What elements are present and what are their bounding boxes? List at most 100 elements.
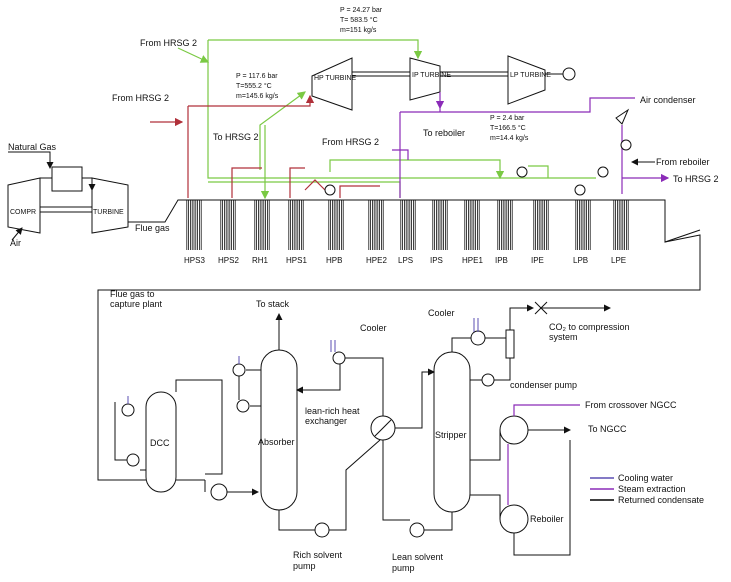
hrsg-section-label: HPS2 [218, 256, 239, 265]
legend-label: Returned condensate [618, 495, 704, 505]
hrsg-section-label: HPS3 [184, 256, 205, 265]
hrsg-section-label: LPS [398, 256, 413, 265]
air-condenser-label: Air condenser [640, 95, 696, 105]
hrsg-section-label: HPE2 [366, 256, 387, 265]
condenser-pump-label: condenser pump [510, 380, 577, 390]
absorber-label: Absorber [258, 437, 295, 447]
hrsg-section-label: IPE [531, 256, 544, 265]
ip-inlet-temperature: T= 583.5 °C [340, 16, 378, 24]
condenser-pump-icon [481, 373, 495, 387]
stripper-label: Stripper [435, 430, 467, 440]
stripper-condenser-icon [470, 330, 486, 346]
absorber-column [260, 349, 298, 511]
from-hrsg2-mid: From HRSG 2 [322, 137, 379, 147]
lp-extract-temperature: T=166.5 °C [490, 124, 526, 132]
flue-gas-to-capture-line1: Flue gas to [110, 289, 155, 299]
hrsg-pumps [324, 108, 632, 196]
flue-gas-to-capture-line2: capture plant [110, 299, 163, 309]
dcc-column [145, 391, 177, 493]
legend-label: Steam extraction [618, 484, 686, 494]
hp-inlet-temperature: T=555.2 °C [236, 82, 272, 90]
rich-pump-line1: Rich solvent [293, 550, 343, 560]
ip-turbine-shape [409, 57, 441, 101]
absorber-pump-icon [236, 399, 250, 413]
compressor-shape [7, 177, 41, 234]
cooler-label-stripper: Cooler [428, 308, 455, 318]
lp-turbine-label: LP TURBINE [510, 72, 551, 79]
turbine-label: TURBINE [93, 209, 124, 216]
lp-extract-pressure: P = 2.4 bar [490, 115, 525, 122]
capture-plant [114, 301, 611, 556]
lean-rich-hx-line1: lean-rich heat [305, 406, 360, 416]
air-condenser-icon [615, 108, 630, 125]
green-steam-lines [177, 39, 596, 200]
steam-turbines [311, 55, 576, 111]
blower-icon [210, 483, 228, 501]
lean-rich-hx-line2: exchanger [305, 416, 347, 426]
hrsg-section-label: LPB [573, 256, 588, 265]
generator-icon [562, 67, 576, 81]
to-hrsg2-left: To HRSG 2 [213, 132, 259, 142]
flue-gas-label: Flue gas [135, 223, 170, 233]
lean-cooler-icon [332, 351, 346, 365]
lean-pump-line1: Lean solvent [392, 552, 444, 562]
reboiler-icon [499, 504, 529, 534]
cooler-label-absorber: Cooler [360, 323, 387, 333]
co2-label: CO₂ to compression [549, 322, 630, 332]
pump-icon [324, 184, 336, 196]
hrsg-tube-banks [186, 200, 629, 250]
hrsg-section-label: HPS1 [286, 256, 307, 265]
air-label: Air [10, 238, 21, 248]
capture-purple-lines [507, 404, 580, 505]
valve-icon [534, 301, 548, 315]
reflux-drum-icon [505, 329, 515, 359]
lean-pump-line2: pump [392, 563, 415, 573]
hp-turbine-shape [311, 57, 353, 111]
co2-label-2: system [549, 332, 578, 342]
dcc-pump-icon [126, 453, 140, 467]
reboiler-heater-icon [499, 415, 529, 445]
compressor-label: COMPR [10, 209, 36, 216]
dcc-label: DCC [150, 438, 170, 448]
from-hrsg2-top: From HRSG 2 [140, 38, 197, 48]
red-steam-lines [150, 94, 380, 198]
purple-steam-lines [392, 92, 670, 198]
ip-inlet-pressure: P = 24.27 bar [340, 7, 383, 14]
to-stack-label: To stack [256, 299, 290, 309]
natural-gas-label: Natural Gas [8, 142, 57, 152]
to-reboiler-label: To reboiler [423, 128, 465, 138]
pump-icon [597, 166, 609, 178]
from-reboiler-label: From reboiler [656, 157, 710, 167]
to-ngcc-label: To NGCC [588, 424, 627, 434]
rich-pump-icon [314, 522, 330, 538]
hrsg-section-label: RH1 [252, 256, 269, 265]
gas-turbine-shape [91, 177, 129, 234]
hrsg-section-label: IPS [430, 256, 443, 265]
hrsg-section-label: HPE1 [462, 256, 483, 265]
pump-icon [516, 166, 528, 178]
combustor-shape [51, 166, 83, 192]
legend-label: Cooling water [618, 473, 673, 483]
from-hrsg2-left: From HRSG 2 [112, 93, 169, 103]
lp-turbine-shape [507, 55, 546, 105]
pump-icon [574, 184, 586, 196]
lp-extract-mass-flow: m=14.4 kg/s [490, 135, 529, 142]
capture-cooling-lines [127, 318, 479, 404]
hrsg-section-label: HPB [326, 256, 342, 265]
ip-turbine-label: IP TURBINE [412, 72, 451, 79]
hrsg-section-label: LPE [611, 256, 626, 265]
hp-inlet-pressure: P = 117.6 bar [236, 73, 278, 80]
gas-turbine-group [7, 151, 701, 481]
hrsg-section-labels: HPS3 HPS2 RH1 HPS1 HPB HPE2 LPS IPS HPE1 IPB IPE LP… [184, 256, 626, 265]
hp-turbine-label: HP TURBINE [314, 75, 356, 82]
condensate-pump-icon [620, 139, 632, 151]
absorber-cooler-icon [232, 363, 246, 377]
from-crossover-label: From crossover NGCC [585, 400, 677, 410]
hp-inlet-mass-flow: m=145.6 kg/s [236, 93, 279, 100]
dcc-cooler-icon [121, 403, 135, 417]
ip-inlet-mass-flow: m=151 kg/s [340, 27, 377, 34]
rich-pump-line2: pump [293, 561, 316, 571]
hrsg-section-label: IPB [495, 256, 508, 265]
